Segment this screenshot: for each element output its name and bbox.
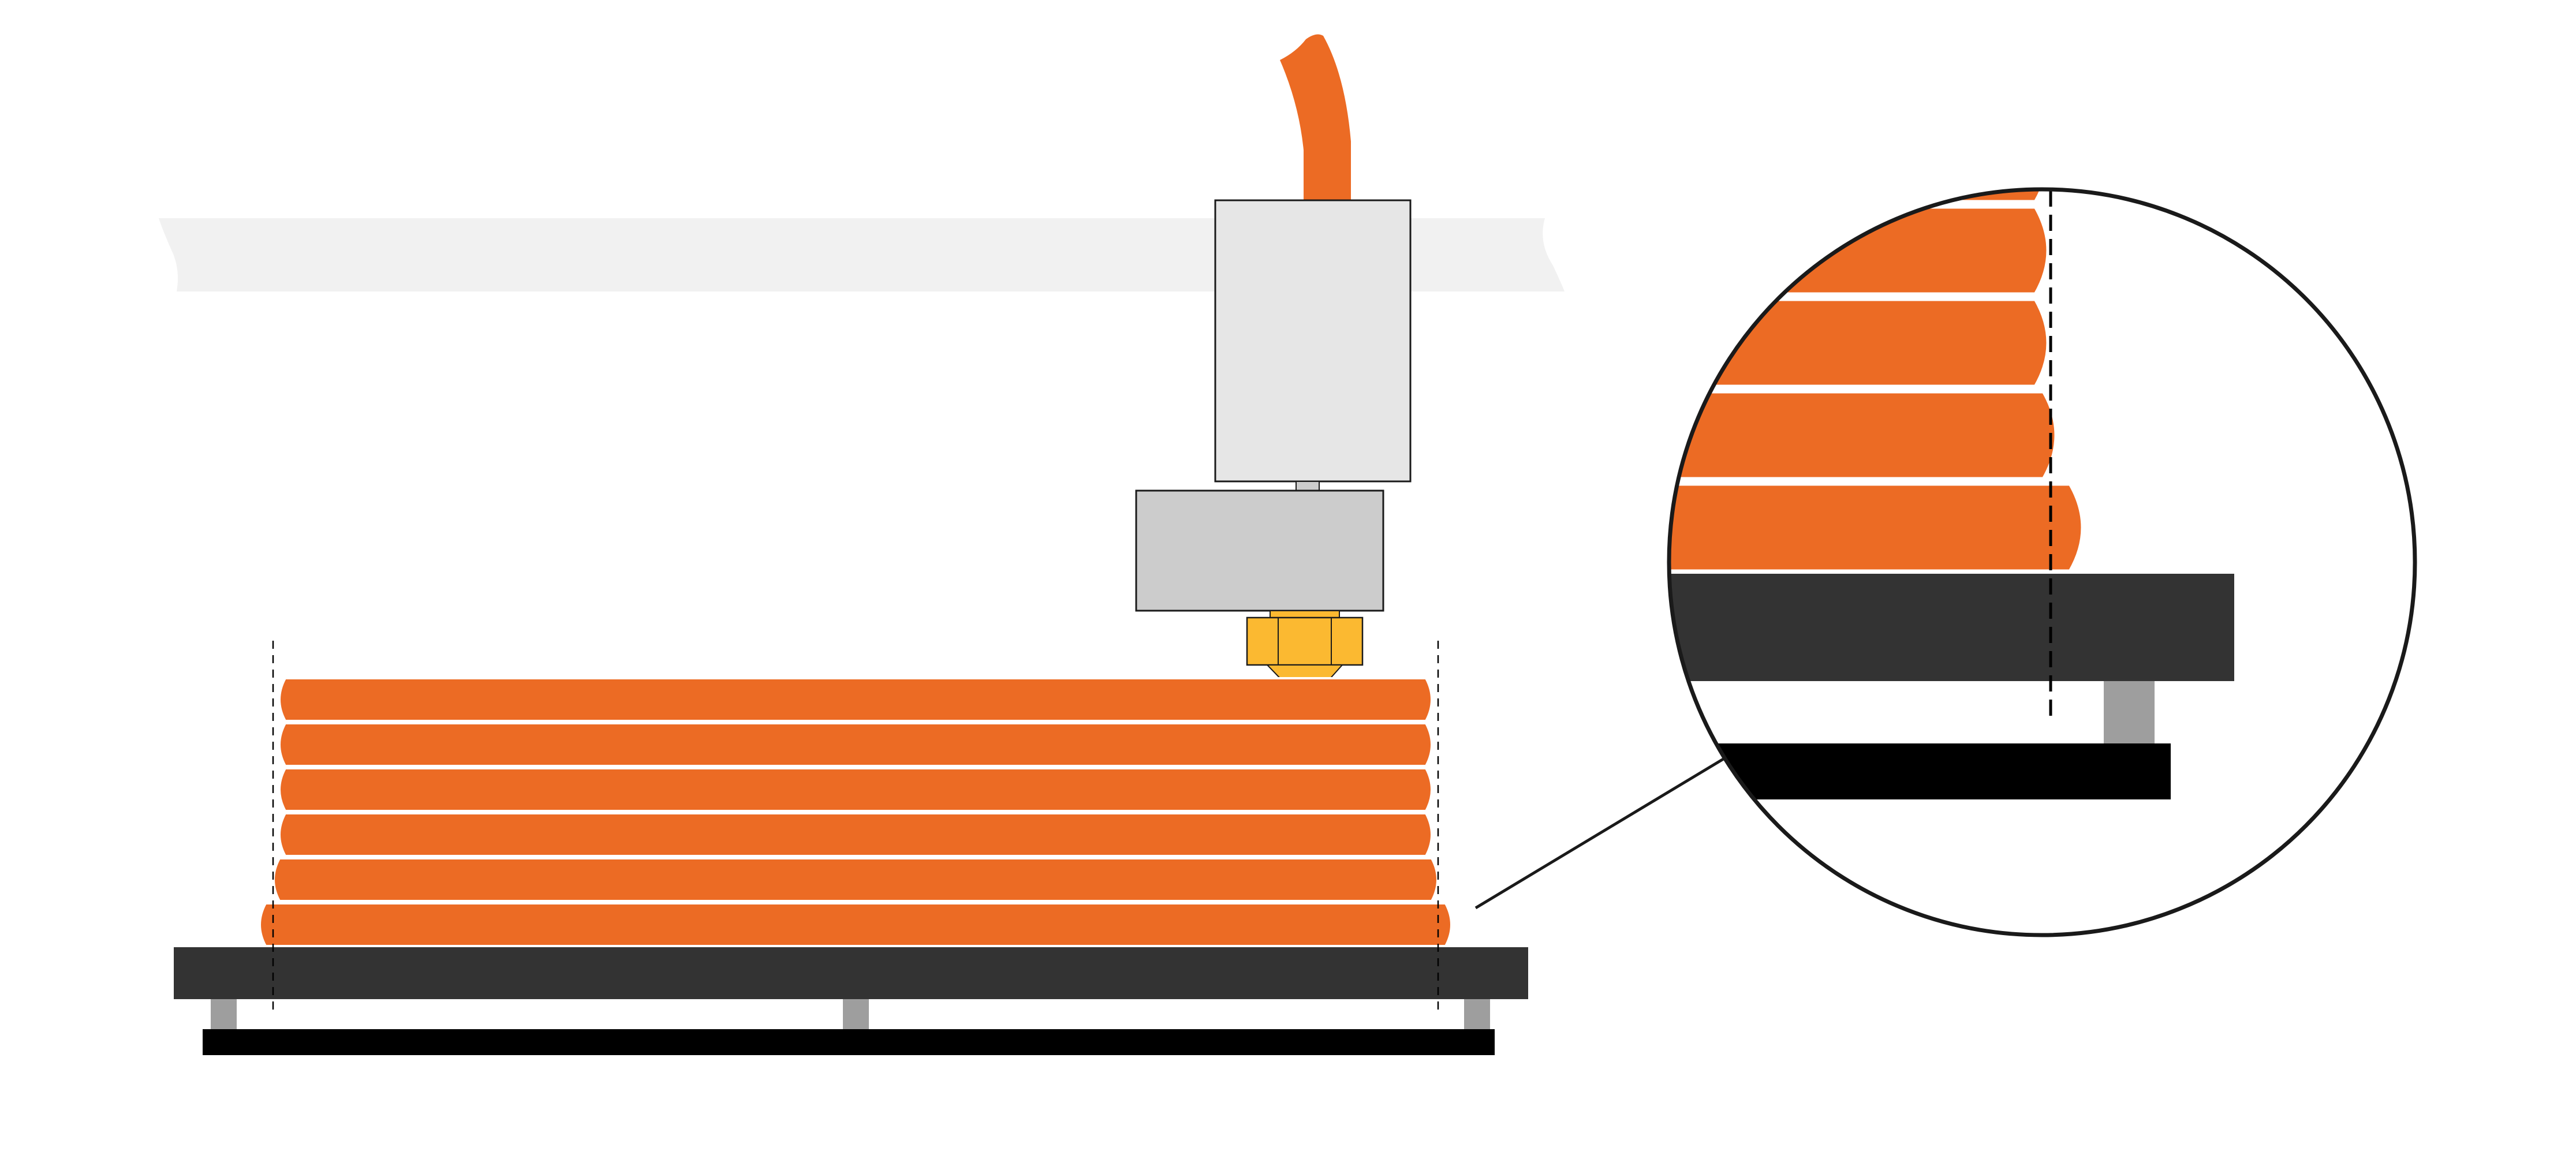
- filament-feed: [1280, 34, 1351, 203]
- nozzle-icon: [1246, 610, 1364, 682]
- zoom-leader-line: [1474, 756, 1727, 910]
- printed-layer: [278, 812, 1433, 857]
- zoom-circle-border: [1667, 187, 2417, 937]
- extruder-body: [1214, 199, 1412, 483]
- detail-layer: [1669, 204, 2051, 297]
- heater-block: [1135, 489, 1384, 612]
- detail-layer: [1669, 189, 2051, 204]
- detail-frame: [1669, 743, 2171, 799]
- bed-spacer-left: [211, 999, 237, 1029]
- detail-layers: [1669, 189, 2085, 574]
- detail-layer: [1669, 389, 2059, 481]
- zoom-circle-icon: [1667, 187, 2417, 937]
- detail-spacer: [2104, 681, 2155, 743]
- printer-frame: [203, 1029, 1495, 1055]
- printed-layer: [272, 857, 1439, 902]
- detail-bed: [1669, 574, 2234, 681]
- detail-layer: [1669, 481, 2085, 574]
- bed-spacer-right: [1464, 999, 1490, 1029]
- printed-layer: [278, 677, 1433, 722]
- printed-layer: [278, 722, 1433, 767]
- heat-break: [1296, 481, 1320, 491]
- printed-layers: [259, 677, 1453, 947]
- print-bed: [174, 947, 1528, 999]
- printed-layer: [278, 767, 1433, 812]
- gantry-rail: [159, 218, 1565, 291]
- printed-layer: [259, 902, 1453, 947]
- bed-spacer-middle: [843, 999, 869, 1029]
